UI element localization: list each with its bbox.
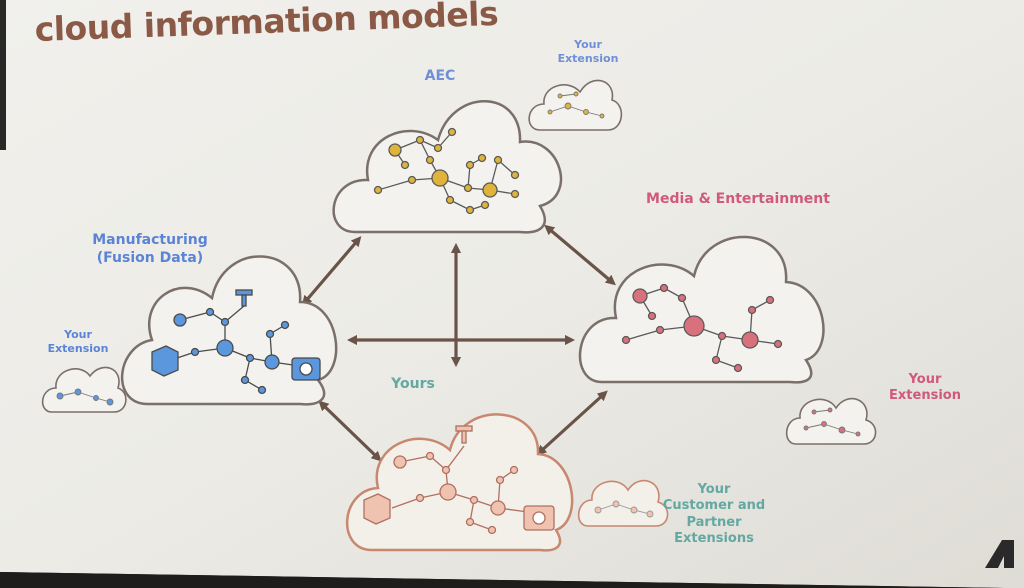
extension-right-label: Your Extension [880,372,970,405]
extension-cloud-right [785,397,877,445]
extension-cloud-bottom [577,479,669,527]
extension-top-line2: Extension [557,51,619,65]
arrow-media-yours [536,390,608,456]
extension-right-line1: Your [908,372,942,387]
manufacturing-graph [151,289,321,395]
manufacturing-cloud [121,255,338,406]
extension-top-label: Your Extension [548,38,628,66]
manufacturing-label-line1: Manufacturing [92,232,208,248]
arrow-manufacturing-yours [318,400,382,462]
extension-bottom-line4: Extensions [674,530,754,546]
yours-graph [363,425,555,535]
extension-bottom-label: Your Customer and Partner Extensions [654,482,774,547]
arrow-aec-manufacturing [301,236,362,306]
extension-cloud-left [41,366,127,413]
extension-cloud-top [528,79,623,131]
connector-arrows [301,224,616,462]
extension-left-line2: Extension [47,341,109,355]
media-graph [621,283,783,373]
yours-label: Yours [391,376,435,392]
manufacturing-label-line2: (Fusion Data) [96,249,204,266]
extension-bottom-line1: Your [697,482,731,497]
manufacturing-cloud-outline [121,255,338,406]
media-label: Media & Entertainment [646,191,830,207]
media-cloud-outline [578,235,825,384]
arrow-aec-media [544,224,616,286]
autodesk-logo [985,540,1014,568]
aec-label: AEC [424,68,456,84]
yours-cloud [346,413,574,552]
extension-bottom-line2: Customer and [662,498,766,514]
aec-graph [373,127,520,215]
aec-cloud [332,100,563,234]
extension-right-line2: Extension [889,388,961,404]
extension-left-label: Your Extension [38,328,118,356]
yours-cloud-outline [346,413,574,552]
extension-bottom-line3: Partner [686,514,742,530]
aec-cloud-outline [332,100,563,234]
extension-left-line1: Your [64,328,92,341]
manufacturing-label: Manufacturing (Fusion Data) [70,232,230,267]
extension-top-line1: Your [574,38,602,51]
media-cloud [578,235,825,384]
